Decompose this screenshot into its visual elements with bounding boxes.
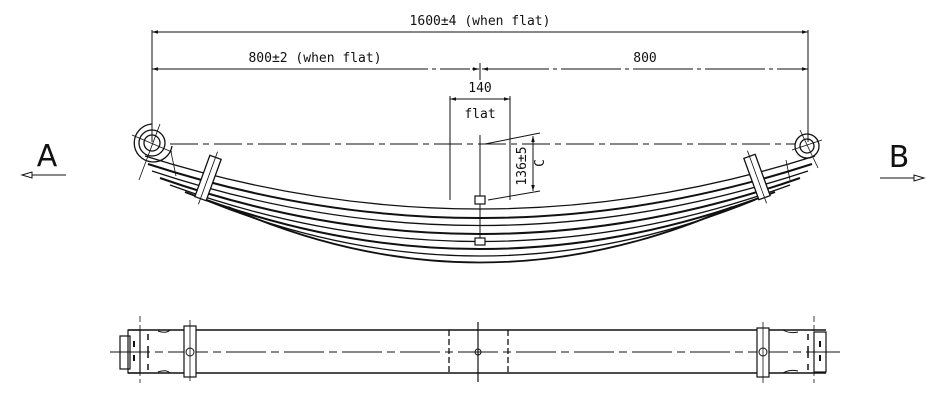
dimension-camber — [484, 132, 541, 201]
overall-length-label: 1600±4 (when flat) — [410, 14, 551, 29]
center-flat-width-label: 140 — [468, 81, 491, 96]
right-clip — [743, 150, 771, 204]
camber-value-label: 136±5 — [515, 146, 530, 185]
left-half-label: 800±2 (when flat) — [248, 51, 381, 66]
right-half-label: 800 — [633, 51, 656, 66]
view-arrow-a: A — [20, 139, 66, 179]
view-b-label: B — [889, 140, 910, 175]
leaf-spring-side-view — [131, 30, 823, 264]
center-bolt — [474, 195, 486, 246]
camber-symbol-label: C — [533, 159, 548, 167]
view-a-label: A — [37, 139, 58, 174]
dimension-halves — [152, 63, 808, 80]
right-eye — [791, 129, 823, 169]
left-eye — [131, 30, 173, 181]
flat-label: flat — [464, 107, 495, 122]
dimension-center-flat — [449, 96, 511, 245]
view-arrow-b: B — [880, 140, 926, 182]
leaf-spring-plan-view — [110, 316, 840, 383]
left-clip — [194, 151, 222, 205]
